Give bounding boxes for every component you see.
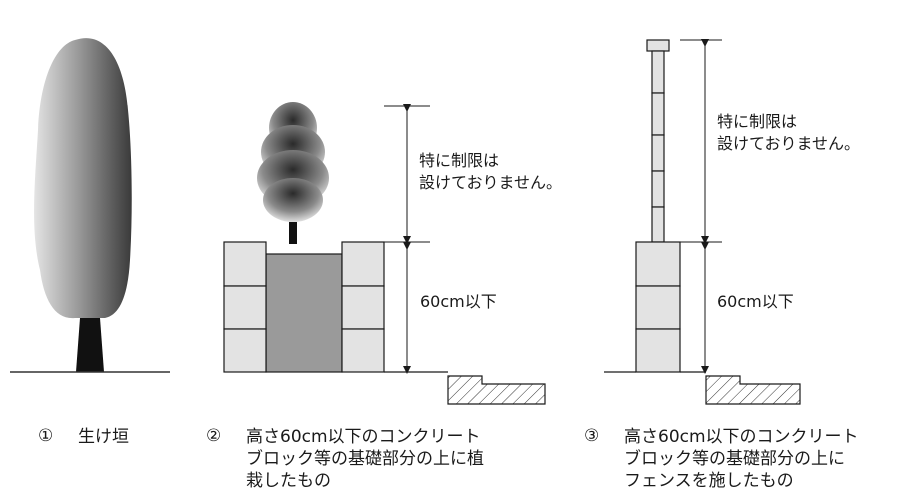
- figure-caption: 生け垣: [78, 427, 129, 447]
- dimension-upper: [680, 39, 722, 244]
- dimension-upper: [384, 104, 430, 244]
- figure-hedge: [10, 38, 170, 373]
- figure-number: ①: [38, 426, 54, 446]
- road-gutter: [705, 375, 801, 405]
- lower-dimension-label: 60cm以下: [420, 292, 497, 311]
- planter-soil: [265, 253, 343, 373]
- dimension-lower: [680, 241, 722, 374]
- block-column-right: [341, 241, 385, 373]
- tree-trunk: [289, 222, 297, 244]
- fence-post: [651, 50, 665, 243]
- upper-dimension-label: 特に制限は 設けておりません。: [717, 112, 861, 153]
- hedge-trunk: [76, 318, 104, 372]
- dimension-lower: [384, 241, 430, 374]
- figure-number: ②: [206, 426, 222, 446]
- figure-fence-on-block: [604, 39, 801, 405]
- figure-caption: 高さ60cm以下のコンクリート ブロック等の基礎部分の上に フェンスを施したもの: [624, 427, 859, 491]
- road-gutter: [447, 375, 546, 405]
- tree-crown-layer: [263, 178, 323, 222]
- block-column-left: [223, 241, 267, 373]
- hedge-foliage: [34, 38, 132, 319]
- block-column: [635, 241, 681, 373]
- figure-number: ③: [584, 426, 600, 446]
- upper-dimension-label: 特に制限は 設けておりません。: [419, 151, 563, 192]
- lower-dimension-label: 60cm以下: [717, 292, 794, 311]
- figure-planting-on-block: [223, 102, 546, 405]
- figure-caption: 高さ60cm以下のコンクリート ブロック等の基礎部分の上に植 栽したもの: [246, 427, 484, 491]
- fence-cap: [646, 39, 670, 52]
